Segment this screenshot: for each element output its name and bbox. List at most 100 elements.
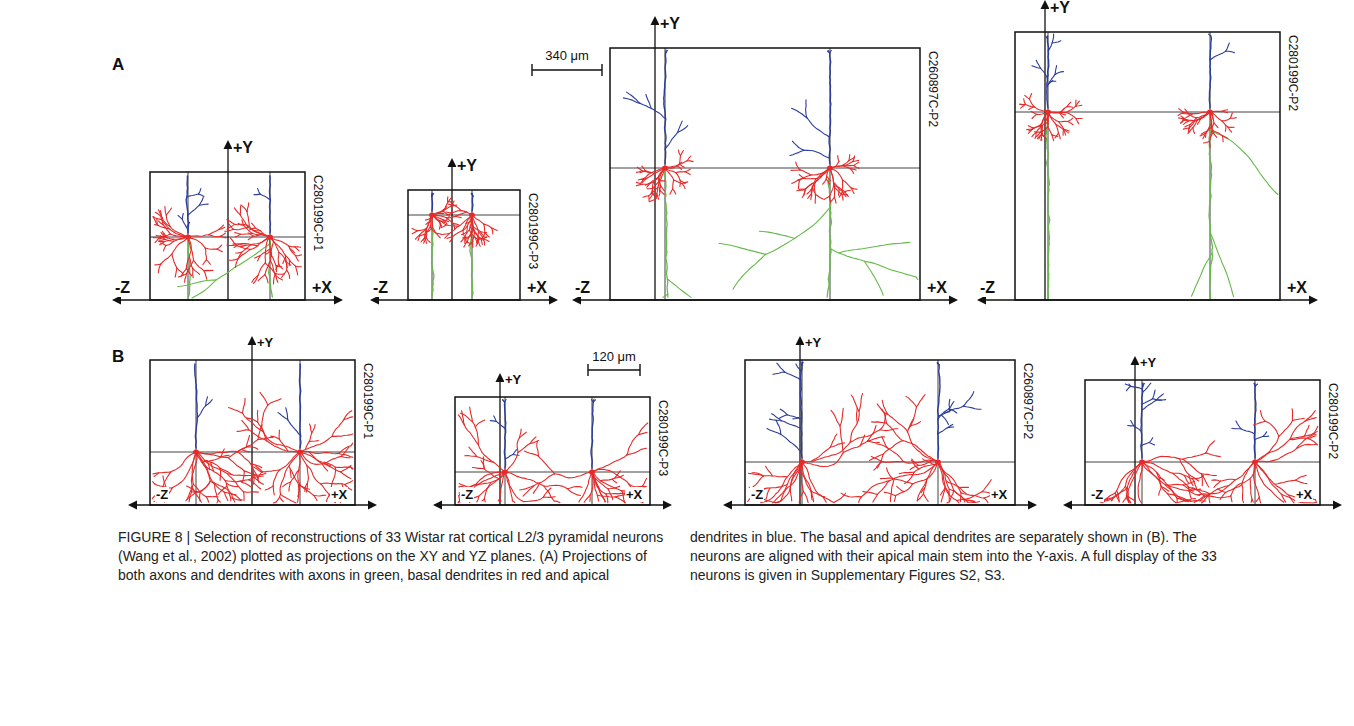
y-axis: [799, 342, 800, 505]
zx-axis: [1069, 504, 1336, 505]
basal-dendrite: [161, 220, 169, 229]
basal-dendrite: [887, 423, 903, 441]
basal-dendrite: [1200, 133, 1205, 136]
apical-branch: [776, 420, 781, 434]
basal-dendrite: [1037, 132, 1041, 137]
basal-dendrite: [650, 199, 656, 201]
basal-dendrite: [1209, 130, 1212, 142]
basal-dendrite: [1231, 462, 1256, 496]
basal-dendrite: [676, 171, 685, 173]
axis-label: -Z: [114, 279, 131, 297]
basal-dendrite: [159, 241, 165, 242]
zx-axis: [118, 299, 337, 300]
basal-dendrite: [1255, 462, 1284, 502]
apical-tuft: [1209, 34, 1211, 36]
basal-dendrite: [830, 168, 834, 186]
apical-tuft: [431, 193, 432, 196]
soma: [589, 470, 595, 475]
cell-id: C280199C-P1: [311, 175, 325, 251]
basal-dendrite: [938, 462, 954, 491]
x-axis-arrowhead: [1309, 296, 1318, 305]
apical-branch: [963, 392, 973, 407]
basal-dendrite: [1168, 494, 1176, 503]
basal-dendrite: [555, 472, 592, 478]
y-axis: [1134, 362, 1135, 505]
axis-label: +Y: [1049, 0, 1071, 17]
apical-tuft: [937, 363, 939, 365]
basal-dendrite: [473, 233, 475, 242]
apical-branch: [1142, 399, 1153, 404]
basal-dendrite: [442, 221, 447, 225]
basal-dendrite: [799, 471, 811, 492]
basal-dendrite: [850, 411, 859, 442]
basal-dendrite: [1030, 94, 1032, 100]
axon-trunk: [665, 171, 668, 297]
basal-dendrite: [811, 491, 812, 500]
axis-label: -Z: [750, 487, 764, 502]
y-axis: [499, 379, 500, 505]
basal-dendrite: [1230, 117, 1236, 119]
axis-label: +X: [625, 487, 643, 502]
basal-dendrite: [436, 233, 440, 238]
basal-dendrite: [1210, 112, 1212, 130]
basal-dendrite: [193, 269, 200, 275]
axis-label: +X: [1286, 279, 1308, 297]
basal-dendrite: [1052, 135, 1054, 141]
basal-dendrite: [235, 233, 241, 235]
basal-dendrite: [543, 496, 555, 498]
basal-dendrite: [804, 492, 809, 503]
basal-dendrite: [305, 483, 308, 492]
axon-branch: [1192, 253, 1213, 296]
basal-dendrite: [240, 245, 246, 246]
basal-dendrite: [681, 151, 684, 156]
basal-dendrite: [834, 186, 842, 195]
basal-dendrite: [854, 166, 859, 169]
basal-dendrite: [447, 237, 453, 239]
apical-branch: [963, 406, 981, 409]
basal-dendrite: [1030, 99, 1035, 107]
apical-trunk: [431, 196, 433, 211]
scale-bar-tick: [601, 64, 602, 76]
basal-dendrite: [685, 172, 690, 175]
apical-trunk: [1209, 36, 1211, 108]
basal-dendrite: [957, 492, 982, 501]
basal-dendrite: [1060, 107, 1067, 113]
apical-branch: [178, 215, 182, 219]
basal-dendrite: [239, 244, 251, 245]
x-axis-arrowhead: [663, 501, 672, 510]
basal-dendrite: [1020, 104, 1026, 106]
basal-dendrite: [220, 236, 226, 238]
basal-dendrite: [1228, 462, 1255, 486]
basal-dendrite: [538, 456, 554, 474]
basal-dendrite: [165, 237, 174, 239]
projection-frame: [455, 397, 650, 505]
scale-bar: [532, 69, 602, 70]
basal-dendrite: [484, 224, 485, 233]
scale-bar-tick: [639, 364, 640, 376]
basal-dendrite: [165, 207, 166, 216]
basal-dendrite: [534, 474, 555, 486]
basal-dendrite: [196, 452, 214, 483]
basal-dendrite: [834, 197, 836, 203]
basal-dendrite: [1297, 431, 1318, 448]
basal-dendrite: [1222, 118, 1231, 121]
stem-line: [196, 360, 197, 505]
basal-dendrite: [505, 472, 512, 501]
apical-branch: [792, 141, 804, 150]
stem-line: [505, 397, 506, 505]
basal-dendrite: [257, 410, 259, 422]
basal-dendrite: [957, 501, 959, 503]
axis-label: -Z: [460, 487, 474, 502]
basal-dendrite: [804, 178, 816, 180]
apical-branch: [1055, 72, 1063, 75]
basal-dendrite: [854, 162, 859, 165]
basal-dendrite: [192, 452, 196, 484]
basal-dendrite: [1242, 485, 1244, 503]
apical-tuft: [1142, 383, 1143, 386]
basal-dendrite: [654, 168, 665, 182]
apical-branch: [182, 219, 188, 230]
basal-dendrite: [652, 182, 653, 194]
basal-dendrite: [1066, 106, 1076, 113]
basal-dendrite: [466, 221, 471, 224]
basal-dendrite: [642, 182, 654, 184]
